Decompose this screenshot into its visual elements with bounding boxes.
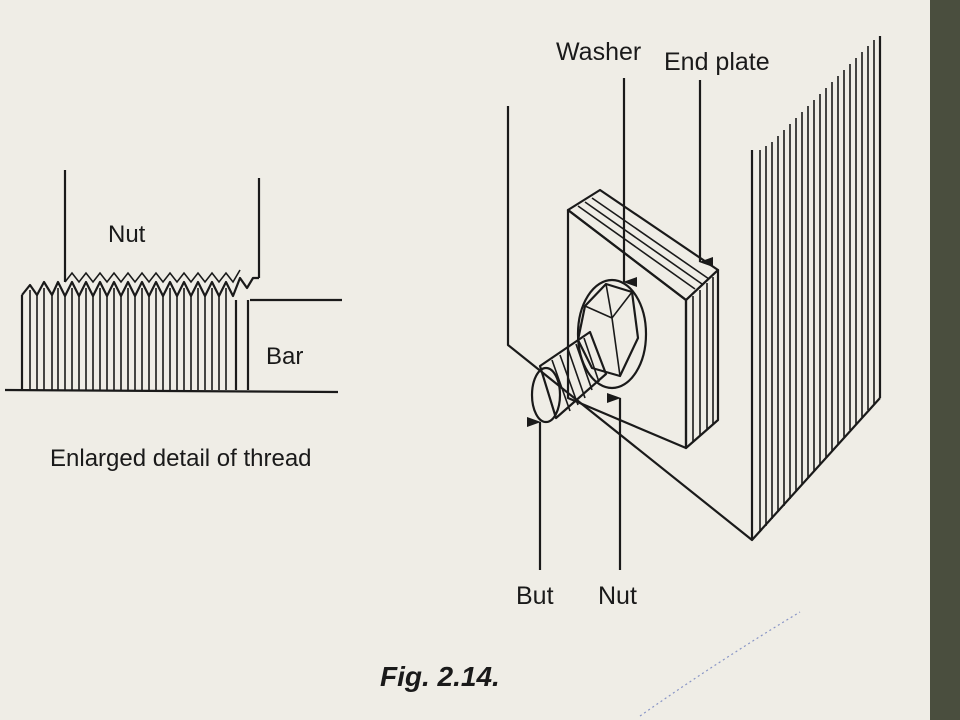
bolt-assembly: Washer End plate But Nut: [506, 36, 882, 610]
washer: [576, 278, 648, 390]
but-label: But: [516, 582, 554, 610]
washer-label: Washer: [556, 38, 641, 66]
thread-caption: Enlarged detail of thread: [50, 445, 312, 472]
thread-hatching: [29, 288, 250, 390]
end-plate-label: End plate: [664, 48, 770, 76]
scan-edge: [930, 0, 960, 720]
nut-inner-teeth: [64, 269, 241, 284]
figure-caption: Fig. 2.14.: [380, 661, 500, 692]
assembly-nut-label: Nut: [598, 582, 637, 610]
pen-mark: [639, 611, 801, 717]
end-plate: [566, 188, 720, 450]
wall-outline: [506, 106, 881, 542]
figure-2-14: Nut Bar Enlarged detail of thread: [4, 36, 882, 717]
hex-nut: [576, 282, 640, 378]
bolt-shank: [530, 330, 608, 424]
wall-hatching: [759, 36, 882, 532]
thread-nut-label: Nut: [108, 221, 146, 248]
bar-label: Bar: [266, 343, 303, 370]
thread-baseline: [4, 388, 339, 394]
thread-teeth: [21, 276, 259, 298]
thread-detail: Nut Bar Enlarged detail of thread: [4, 170, 342, 472]
